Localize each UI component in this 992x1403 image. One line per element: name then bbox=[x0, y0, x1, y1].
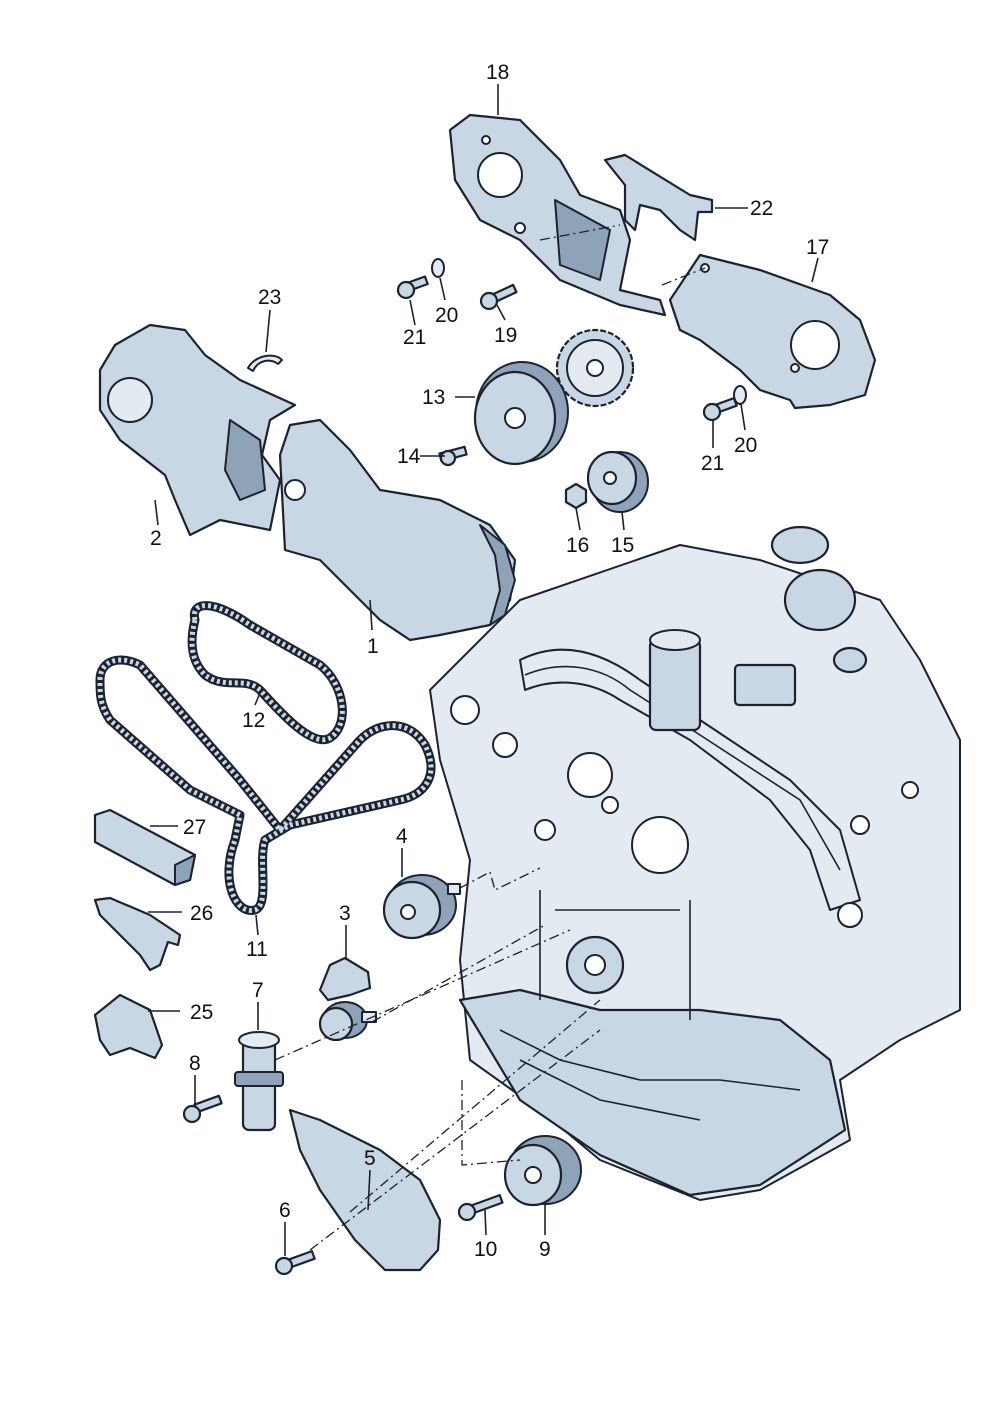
part-21-bolt-right bbox=[702, 397, 738, 422]
callout-16: 16 bbox=[566, 534, 589, 557]
callout-23: 23 bbox=[258, 286, 281, 309]
part-8-bolt bbox=[182, 1094, 223, 1124]
part-14-bolt bbox=[438, 445, 468, 467]
part-4-idler bbox=[382, 874, 461, 940]
part-1-timing-cover bbox=[278, 418, 517, 642]
part-17-rear-cover bbox=[668, 253, 877, 410]
part-16-nut bbox=[564, 482, 588, 510]
callout-22: 22 bbox=[750, 197, 773, 220]
callout-7: 7 bbox=[252, 979, 264, 1002]
part-5-cover bbox=[288, 1108, 442, 1272]
part-22-shield bbox=[603, 153, 714, 242]
callout-14: 14 bbox=[397, 445, 421, 468]
part-2-timing-cover bbox=[98, 323, 297, 537]
part-13-pulley bbox=[473, 361, 569, 466]
callout-26: 26 bbox=[190, 902, 213, 925]
part-27-block bbox=[93, 808, 197, 887]
callout-8: 8 bbox=[189, 1052, 201, 1075]
part-9-idler bbox=[503, 1135, 582, 1207]
part-11-belt bbox=[95, 655, 436, 915]
part-7-damper bbox=[234, 1031, 284, 1132]
part-25-bracket bbox=[93, 993, 164, 1060]
callout-17: 17 bbox=[806, 236, 829, 259]
part-26-bracket bbox=[93, 896, 182, 972]
part-19-bolt bbox=[479, 283, 518, 311]
callout-9: 9 bbox=[539, 1238, 551, 1261]
part-20-washer-left bbox=[431, 258, 445, 278]
part-23-clip bbox=[247, 354, 283, 372]
callout-21-right: 21 bbox=[701, 452, 724, 475]
engine-block bbox=[429, 525, 961, 1201]
part-6-bolt bbox=[274, 1250, 316, 1276]
callout-5: 5 bbox=[364, 1147, 376, 1170]
callout-20-right: 20 bbox=[734, 434, 757, 457]
callout-3: 3 bbox=[339, 902, 351, 925]
callout-13: 13 bbox=[422, 386, 445, 409]
part-18-rear-cover bbox=[448, 113, 667, 317]
callout-2: 2 bbox=[150, 527, 162, 550]
part-20-washer-right bbox=[733, 385, 747, 405]
callout-19: 19 bbox=[494, 324, 517, 347]
callout-15: 15 bbox=[611, 534, 634, 557]
callout-4: 4 bbox=[396, 825, 408, 848]
callout-labels: 1 2 3 4 5 6 7 8 9 10 11 12 13 14 15 16 1… bbox=[150, 61, 829, 1261]
callout-18: 18 bbox=[486, 61, 509, 84]
part-21-bolt-left bbox=[396, 275, 429, 300]
callout-12: 12 bbox=[242, 709, 265, 732]
part-10-bolt bbox=[457, 1194, 504, 1222]
callout-11: 11 bbox=[246, 938, 268, 961]
part-12-belt bbox=[187, 601, 347, 745]
assembly-lines bbox=[274, 224, 706, 1251]
callout-6: 6 bbox=[279, 1199, 291, 1222]
callout-20-left: 20 bbox=[435, 304, 458, 327]
camshaft-sprocket bbox=[555, 328, 635, 408]
part-3-tensioner bbox=[318, 956, 377, 1042]
callout-25: 25 bbox=[190, 1001, 213, 1024]
callout-27: 27 bbox=[183, 816, 206, 839]
callout-1: 1 bbox=[367, 635, 379, 658]
leader-lines bbox=[148, 84, 819, 1256]
part-15-roller bbox=[586, 450, 649, 513]
callout-10: 10 bbox=[474, 1238, 497, 1261]
callout-21-left: 21 bbox=[403, 326, 426, 349]
